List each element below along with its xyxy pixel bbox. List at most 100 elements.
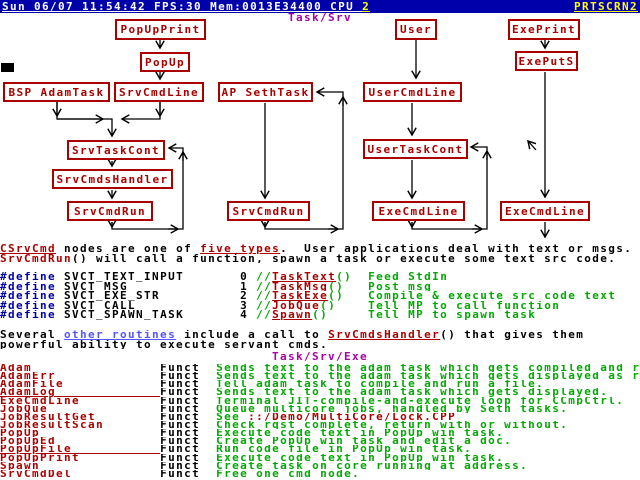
- table-row: JobQue______________Funct Queue multicor…: [0, 405, 640, 413]
- link[interactable]: JobQue: [272, 300, 321, 311]
- text-segment: //: [256, 300, 273, 311]
- cursor-block: [1, 63, 14, 72]
- diagram-box-execmdline-2: ExeCmdLine: [500, 201, 590, 221]
- function-table: Adam________________Funct Sends text to …: [0, 364, 640, 480]
- text-segment: Create task on core running at address.: [200, 461, 529, 470]
- text-segment: SVCT_TEXT_INPUT 0: [56, 272, 257, 282]
- define-line: #define SVCT_MSG 1 //TaskMsg() Post msg: [0, 282, 640, 292]
- table-row: AdamLog_____________Funct Sends text to …: [0, 388, 640, 396]
- text-segment: nodes are one of: [56, 244, 201, 254]
- text-segment: . User applications deal with text or ms…: [280, 244, 633, 254]
- table-row: AdamFile____________Funct Tell adam task…: [0, 380, 640, 388]
- link[interactable]: AdamErr_____________: [0, 372, 161, 381]
- text-segment: Funct: [160, 437, 201, 446]
- text-segment: () Compile & execute src code text: [328, 291, 617, 301]
- text-segment: Funct: [160, 453, 201, 462]
- diagram-box-exeprint: ExePrint: [508, 19, 580, 40]
- link[interactable]: AdamLog_____________: [0, 388, 161, 397]
- text-segment: Queue multicore jobs, handled by Seth ta…: [200, 404, 569, 413]
- table-title: Task/Srv/Exe: [271, 350, 369, 363]
- link[interactable]: other routines: [64, 330, 177, 340]
- text-segment: Funct: [160, 445, 201, 454]
- text-segment: #define: [0, 300, 57, 311]
- text-segment: Tell adam task to compile and run a file…: [200, 380, 545, 389]
- link[interactable]: PopUpEd_____________: [0, 437, 161, 446]
- text-segment: Funct: [160, 429, 201, 438]
- titlebar-prtscrn: PRTSCRN2: [573, 0, 638, 13]
- table-row: Adam________________Funct Sends text to …: [0, 364, 640, 372]
- link[interactable]: ::/Demo/MultiCore/Lock.CPP: [248, 412, 457, 421]
- diagram-box-exeputs: ExePutS: [515, 51, 578, 71]
- define-line: #define SVCT_TEXT_INPUT 0 //TaskText() F…: [0, 272, 640, 282]
- link[interactable]: TaskText: [272, 272, 337, 282]
- text-segment: Several: [0, 330, 65, 340]
- diagram-box-srvtaskcont: SrvTaskCont: [67, 140, 165, 160]
- link[interactable]: PopUpFile___________: [0, 445, 161, 454]
- table-row: JobResultGet________Funct See ::/Demo/Mu…: [0, 413, 640, 421]
- text-segment: Sends text to the adam task which gets c…: [200, 364, 640, 373]
- text-segment: Create PopUp win task and edit a doc.: [200, 437, 513, 446]
- text-segment: Funct: [160, 364, 201, 373]
- text-segment: #define: [0, 281, 57, 292]
- diagram-box-srvcmdrun-1: SrvCmdRun: [67, 201, 153, 221]
- table-row: AdamErr_____________Funct Sends text to …: [0, 372, 640, 380]
- text-segment: Funct: [160, 461, 201, 470]
- text-segment: () that gives them: [440, 330, 585, 340]
- table-row: Spawn_______________Funct Create task on…: [0, 462, 640, 470]
- link[interactable]: JobResultScan_______: [0, 420, 161, 430]
- titlebar: Sun 06/07 11:54:42 FPS:30 Mem:0013E34400…: [0, 0, 640, 13]
- link[interactable]: AdamFile____________: [0, 380, 161, 389]
- link[interactable]: ExeCmdLine__________: [0, 396, 161, 405]
- diagram-box-popupprint: PopUpPrint: [115, 19, 206, 40]
- text-segment: #define: [0, 310, 57, 320]
- intro-paragraph: CSrvCmd nodes are one of five types. Use…: [0, 244, 640, 263]
- text-segment: Funct: [160, 396, 201, 405]
- define-line: #define SVCT_EXE_STR 2 //TaskExe() Compi…: [0, 291, 640, 301]
- link[interactable]: SrvCmdsHandler: [328, 330, 441, 340]
- text-segment: Run code file in PopUp win task.: [200, 445, 473, 454]
- text-segment: () will call a function, spawn a task or…: [72, 253, 617, 264]
- text-segment: include a call to: [176, 330, 329, 340]
- titlebar-status: Sun 06/07 11:54:42 FPS:30 Mem:0013E34400…: [2, 0, 370, 13]
- diagram-box-execmdline-1: ExeCmdLine: [372, 201, 465, 221]
- table-row: PopUp_______________Funct Execute code t…: [0, 429, 640, 437]
- text-segment: () Post msg: [328, 281, 433, 292]
- link[interactable]: five types: [200, 244, 281, 254]
- table-row: PopUpEd_____________Funct Create PopUp w…: [0, 437, 640, 445]
- link[interactable]: SrvCmdRun: [0, 253, 73, 264]
- table-row: PopUpFile___________Funct Run code file …: [0, 445, 640, 453]
- link[interactable]: SrvCmdDel___________: [0, 469, 161, 478]
- link[interactable]: CSrvCmd: [0, 244, 57, 254]
- diagram-title: Task/Srv: [287, 11, 353, 24]
- text-segment: Funct: [160, 420, 201, 430]
- text-segment: Execute code text in PopUp win task.: [200, 453, 505, 462]
- text-segment: //: [256, 310, 273, 320]
- text-segment: () Tell MP to call function: [320, 300, 561, 311]
- link[interactable]: JobResultGet________: [0, 412, 161, 421]
- text-segment: //: [256, 272, 273, 282]
- text-segment: Funct: [160, 404, 201, 413]
- link[interactable]: TaskMsg: [272, 281, 329, 292]
- link[interactable]: PopUp_______________: [0, 429, 161, 438]
- link[interactable]: Spawn: [272, 310, 313, 320]
- link[interactable]: JobQue______________: [0, 404, 161, 413]
- text-segment: //: [256, 291, 273, 301]
- text-segment: //: [256, 281, 273, 292]
- text-segment: SVCT_MSG 1: [56, 281, 257, 292]
- table-row: JobResultScan_______Funct Check rqst com…: [0, 421, 640, 429]
- paragraph-line: Several other routines include a call to…: [0, 330, 640, 340]
- defines-block: #define SVCT_TEXT_INPUT 0 //TaskText() F…: [0, 272, 640, 320]
- diagram-box-srvcmdline: SrvCmdLine: [114, 82, 204, 102]
- text-segment: Check rqst complete, return with or with…: [200, 420, 569, 430]
- paragraph-line: powerful ability to execute servant cmds…: [0, 340, 640, 350]
- link[interactable]: PopUpPrint__________: [0, 453, 161, 462]
- link[interactable]: Spawn_______________: [0, 461, 161, 470]
- diagram-box-srvcmdshandler: SrvCmdsHandler: [52, 169, 173, 189]
- define-line: #define SVCT_CALL 3 //JobQue() Tell MP t…: [0, 301, 640, 311]
- text-segment: See: [200, 412, 249, 421]
- text-segment: PRTSCRN2: [573, 0, 638, 13]
- link[interactable]: Adam________________: [0, 364, 161, 373]
- table-row: SrvCmdDel___________Funct Free one cmd n…: [0, 470, 640, 478]
- link[interactable]: TaskExe: [272, 291, 329, 301]
